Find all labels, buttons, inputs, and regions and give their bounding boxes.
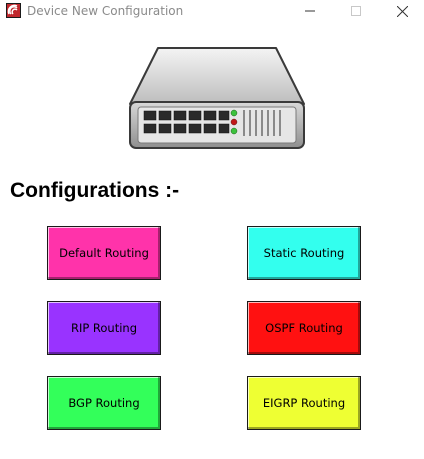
- minimize-button[interactable]: [287, 0, 333, 22]
- static-routing-button[interactable]: Static Routing: [247, 226, 361, 280]
- title-bar[interactable]: Device New Configuration: [0, 0, 424, 22]
- maximize-icon: [351, 6, 361, 16]
- rip-routing-button[interactable]: RIP Routing: [47, 301, 161, 355]
- configurations-heading: Configurations :-: [10, 179, 180, 202]
- default-routing-button[interactable]: Default Routing: [47, 226, 161, 280]
- bgp-routing-button[interactable]: BGP Routing: [47, 376, 161, 430]
- ospf-routing-button[interactable]: OSPF Routing: [247, 301, 361, 355]
- eigrp-routing-button[interactable]: EIGRP Routing: [247, 376, 361, 430]
- minimize-icon: [305, 10, 315, 12]
- close-icon: [396, 5, 408, 17]
- maximize-button[interactable]: [333, 0, 379, 22]
- app-icon: [6, 3, 21, 18]
- network-switch-icon: [129, 47, 305, 149]
- close-button[interactable]: [379, 0, 424, 22]
- window-title: Device New Configuration: [27, 4, 184, 18]
